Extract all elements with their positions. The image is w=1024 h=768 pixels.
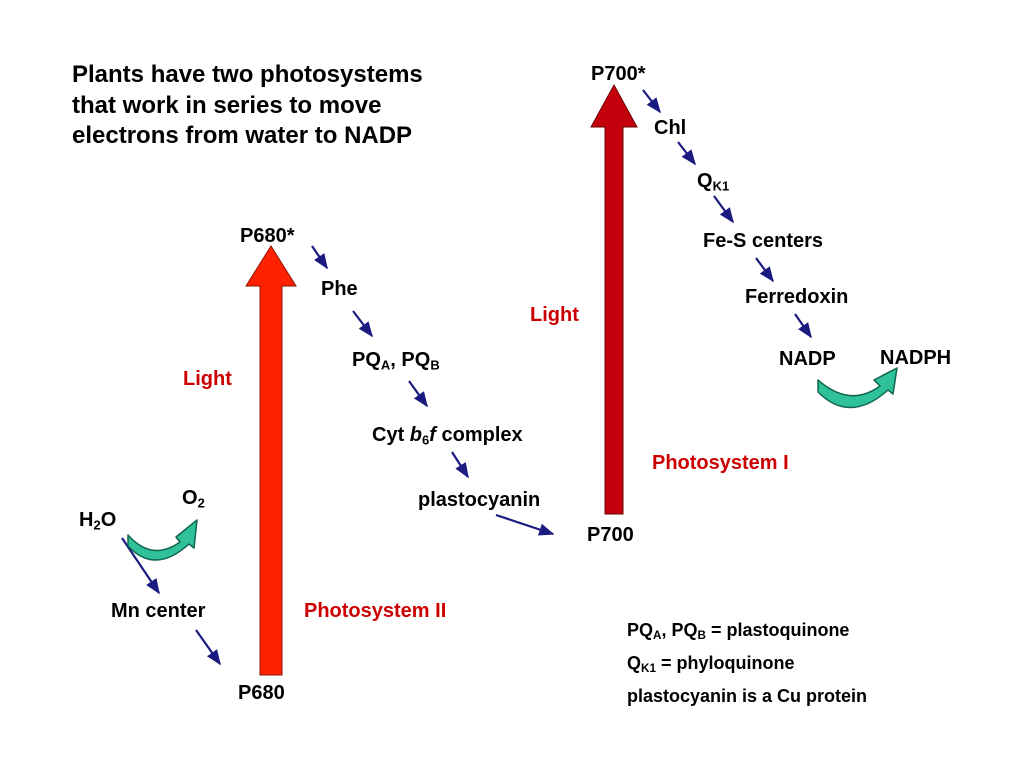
p700-star-label: P700* <box>591 63 646 85</box>
phe-label: Phe <box>321 278 358 300</box>
p700-label: P700 <box>587 524 634 546</box>
arrow-qk1-to-fes <box>713 195 734 224</box>
mn-center-label: Mn center <box>111 600 206 622</box>
chl-label: Chl <box>654 117 687 139</box>
arrow-phe-to-pq <box>352 310 373 338</box>
note-plastocyanin: plastocyanin is a Cu protein <box>627 686 868 706</box>
title-line: electrons from water to NADP <box>72 122 413 150</box>
arrow-p700star-to-chl <box>642 89 661 114</box>
page-title: Plants have two photosystems that work i… <box>72 60 512 152</box>
pq-label: PQA, PQB <box>352 349 440 373</box>
plastocyanin-label: plastocyanin <box>418 489 541 511</box>
o2-label: O2 <box>182 487 205 511</box>
psi-light-arrow <box>590 83 638 515</box>
h2o-label: H2O <box>79 509 117 533</box>
arrow-chl-to-qk1 <box>677 141 696 166</box>
nadp-label: NADP <box>779 348 836 370</box>
arrow-cyt-to-plastocyanin <box>451 451 469 479</box>
water-oxidation-curved-arrow <box>127 519 198 561</box>
note-phyloquinone: QK1 = phyloquinone <box>627 653 795 675</box>
nadph-label: NADPH <box>880 347 952 369</box>
p680-star-label: P680* <box>240 225 295 247</box>
arrow-ferredoxin-to-nadp <box>794 313 812 339</box>
title-line: Plants have two photosystems <box>72 61 423 88</box>
psi-light-label: Light <box>530 304 579 326</box>
fes-centers-label: Fe-S centers <box>703 230 824 252</box>
psii-system-label: Photosystem II <box>304 600 447 622</box>
arrow-pq-to-cyt <box>408 380 428 408</box>
title-line: that work in series to move <box>72 91 382 119</box>
p680-label: P680 <box>238 682 285 704</box>
psii-light-label: Light <box>183 368 232 390</box>
arrow-plastocyanin-to-p700 <box>495 513 555 536</box>
nadp-reduction-curved-arrow <box>817 367 898 409</box>
ferredoxin-label: Ferredoxin <box>745 286 849 308</box>
psii-light-arrow <box>245 245 297 676</box>
arrow-fes-to-ferredoxin <box>755 257 774 283</box>
arrow-p680star-to-phe <box>311 245 328 270</box>
qk1-label: QK1 <box>697 170 730 194</box>
arrow-mn-to-p680 <box>195 629 221 666</box>
psi-system-label: Photosystem I <box>652 452 789 474</box>
note-plastoquinone: PQA, PQB = plastoquinone <box>627 620 850 642</box>
cyt-b6f-label: Cyt b6f complex <box>372 424 523 448</box>
